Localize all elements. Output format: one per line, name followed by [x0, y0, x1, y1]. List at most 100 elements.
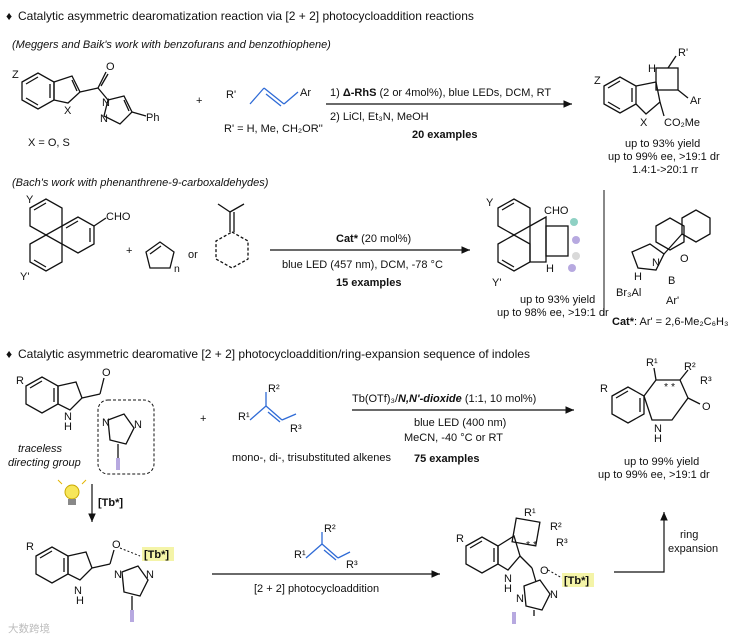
- s2-alkene-r3: R³: [290, 423, 302, 435]
- r2-plus: +: [126, 245, 132, 257]
- s2-prod-star: * *: [664, 381, 675, 393]
- s2-alkene: R¹ R² R³: [238, 383, 302, 435]
- r1-x-note: X = O, S: [28, 137, 70, 149]
- r1-result-yield: up to 93% yield: [625, 138, 700, 150]
- s2-sub-o: O: [102, 367, 111, 379]
- r1-plus: +: [196, 95, 202, 107]
- section1-subtitle-meggers: (Meggers and Baik's work with benzofuran…: [12, 39, 331, 51]
- r2-cycloalkene: n: [145, 241, 180, 275]
- r2-prod-sub-gray: [572, 252, 580, 260]
- r1-sub-x: X: [64, 105, 72, 117]
- int1-n: N: [74, 585, 82, 597]
- r1-prod-ar: Ar: [690, 95, 701, 107]
- s2-plus: +: [200, 413, 206, 425]
- section2-title: Catalytic asymmetric dearomative [2 + 2]…: [18, 347, 530, 361]
- s2-prod-n: N: [654, 423, 662, 435]
- r2-prod-h: H: [546, 263, 554, 275]
- r2-prod-y: Y: [486, 197, 494, 209]
- int1-tb-highlight: [142, 547, 174, 561]
- int2-o: O: [540, 565, 549, 577]
- r1-cond1: 1) Δ-RhS (2 or 4mol%), blue LEDs, DCM, R…: [330, 87, 551, 99]
- r1-examples: 20 examples: [412, 129, 477, 141]
- s2-sub-r: R: [16, 375, 24, 387]
- r2-product: Y Y' CHO H: [486, 197, 580, 289]
- s2-prod-r2: R²: [684, 361, 696, 373]
- r1-cond2: 2) LiCl, Et₃N, MeOH: [330, 111, 429, 123]
- int1-o: O: [112, 539, 121, 551]
- s2-sub-n2: N: [134, 419, 142, 431]
- cat-ar: Ar': [666, 295, 679, 307]
- r1-prod-co2me: CO₂Me: [664, 117, 700, 129]
- lightbulb-icon: [57, 479, 87, 505]
- int2-r2: R²: [550, 521, 562, 533]
- s2-alkene-2: R¹ R² R³: [294, 523, 358, 571]
- r1-substrate: Z X N N O Ph: [12, 61, 159, 125]
- int1-r: R: [26, 541, 34, 553]
- s2-result-yield: up to 99% yield: [624, 456, 699, 468]
- int1-n2: N: [146, 569, 154, 581]
- ring-expansion-label1: ring: [680, 529, 698, 541]
- int2-n1: N: [516, 593, 524, 605]
- s2-alkene-r1: R¹: [238, 411, 250, 423]
- r1-prod-r: R': [678, 47, 688, 59]
- s2-tb-label: [Tb*]: [98, 497, 123, 509]
- r1-sub-n1: N: [102, 97, 110, 109]
- int2-r: R: [456, 533, 464, 545]
- r2-ring-n: n: [174, 263, 180, 275]
- int2-tb-highlight: [562, 573, 594, 587]
- r2-examples: 15 examples: [336, 277, 401, 289]
- r1-sub-n2: N: [100, 113, 108, 125]
- s2-result-ee: up to 99% ee, >19:1 dr: [598, 469, 710, 481]
- cat-br3al: Br₃Al: [616, 287, 641, 299]
- section2-bullet: ♦: [6, 347, 12, 361]
- int2-r1: R¹: [524, 507, 536, 519]
- r1-prod-x: X: [640, 117, 648, 129]
- r2-result-ee: up to 98% ee, >19:1 dr: [497, 307, 609, 319]
- s2-alkene-note: mono-, di-, trisubstituted alkenes: [232, 452, 391, 464]
- traceless-label: traceless: [18, 443, 63, 455]
- r1-prod-z: Z: [594, 75, 601, 87]
- cat-b: B: [668, 275, 675, 287]
- int2-structure: * * R R¹ R² R³ N H O N N [Tb*]: [456, 507, 594, 624]
- r1-sub-z: Z: [12, 69, 19, 81]
- r2-prod-sub-teal: [570, 218, 578, 226]
- int2-n2: N: [550, 589, 558, 601]
- s2-alkene2-r3: R³: [346, 559, 358, 571]
- directing-group-box: [97, 399, 155, 475]
- r2-prod-sub-lilac1: [572, 236, 580, 244]
- r1-alkene: R' Ar: [226, 87, 311, 107]
- int2-n: N: [504, 573, 512, 585]
- int1-h: H: [76, 595, 84, 607]
- r1-prod-h: H: [648, 63, 656, 75]
- s2-alkene2-r1: R¹: [294, 549, 306, 561]
- r1-alkene-note: R' = H, Me, CH₂OR'': [224, 123, 323, 135]
- r2-sub-yp: Y': [20, 271, 29, 283]
- section1-title: Catalytic asymmetric dearomatization rea…: [18, 9, 474, 23]
- s2-alkene2-r2: R²: [324, 523, 336, 535]
- watermark: 大数跨境: [8, 622, 50, 635]
- s2-cond1: Tb(OTf)₃/N,N'-dioxide (1:1, 10 mol%): [352, 393, 536, 405]
- s2-prod-h: H: [654, 433, 662, 445]
- r2-sub-cho: CHO: [106, 211, 131, 223]
- directing-group-label: directing group: [8, 457, 81, 469]
- int1-n1: N: [114, 569, 122, 581]
- int1-structure: R N H O N N [Tb*]: [26, 539, 174, 622]
- r2-prod-cho: CHO: [544, 205, 569, 217]
- cat-o: O: [680, 253, 689, 265]
- s2-step-text: [2 + 2] photocycloaddition: [254, 583, 379, 595]
- ring-expansion-label2: expansion: [668, 543, 718, 555]
- s2-product: * * R R¹ R² R³ N H O: [600, 357, 712, 445]
- cat-note: Cat*: Ar' = 2,6-Me₂C₆H₃: [612, 316, 728, 328]
- s2-sub-n1: N: [102, 417, 110, 429]
- r2-result-yield: up to 93% yield: [520, 294, 595, 306]
- r2-cond2: blue LED (457 nm), DCM, -78 °C: [282, 259, 443, 271]
- int2-r3: R³: [556, 537, 568, 549]
- r1-result-ee: up to 99% ee, >19:1 dr: [608, 151, 720, 163]
- cat-n: N: [652, 257, 660, 269]
- r2-catalyst: N O B Br₃Al H Ar': [616, 209, 711, 307]
- r1-sub-o: O: [106, 61, 115, 73]
- r2-substrate: Y Y' CHO: [20, 194, 131, 283]
- cat-h: H: [634, 271, 642, 283]
- s2-prod-r3: R³: [700, 375, 712, 387]
